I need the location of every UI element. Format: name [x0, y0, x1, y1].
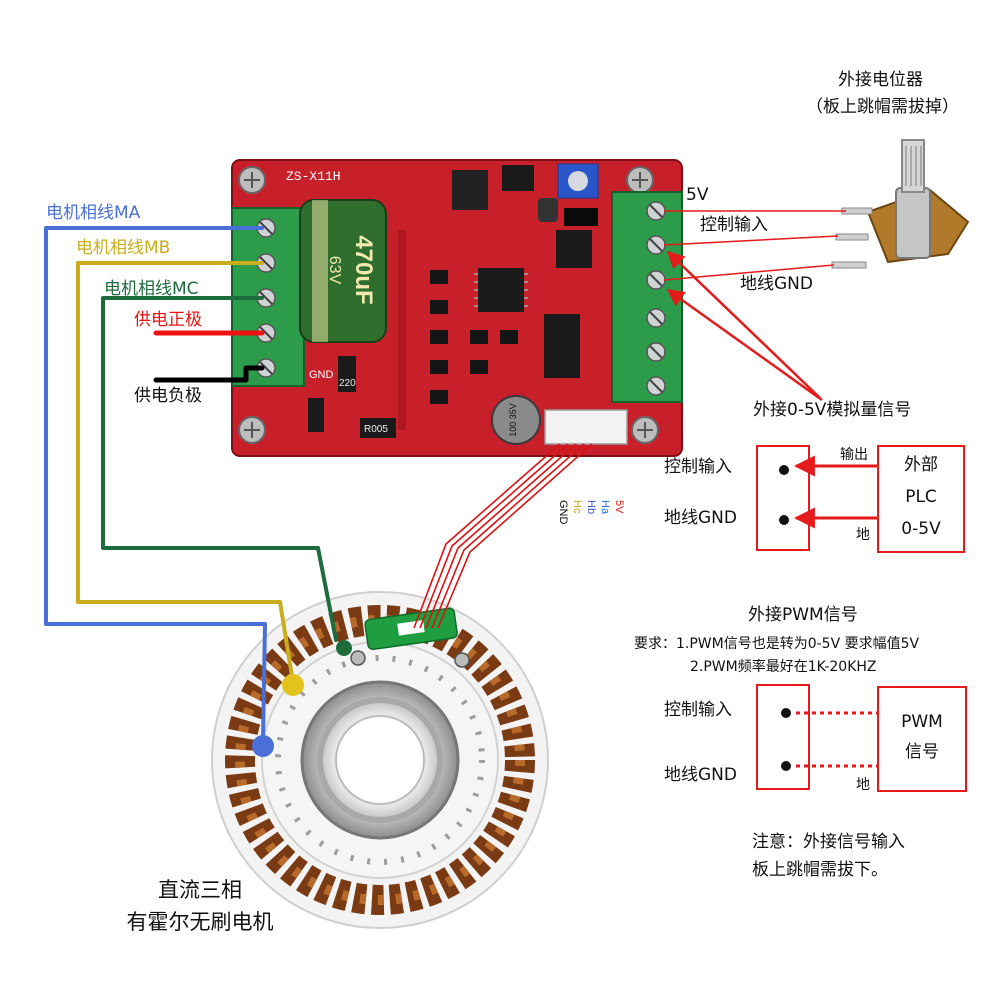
- hall-label-hc: Hc: [571, 500, 583, 514]
- mosfet: [556, 230, 592, 268]
- analog-ground-label: 地: [856, 527, 870, 543]
- phase-a-label: 电机相线MA: [46, 203, 141, 223]
- capacitor-voltage-label: 63V: [326, 256, 343, 285]
- motor-title-line-2: 有霍尔无刷电机: [126, 910, 274, 934]
- controller-board: 470uF 63V ZS-X11H GND 220 R005: [231, 159, 683, 457]
- pwm-title: 外接PWM信号: [748, 605, 858, 625]
- hall-connector: [544, 409, 628, 445]
- phase-b-terminal: [282, 674, 304, 696]
- hall-label-gnd: GND: [557, 500, 569, 525]
- pwm-ground-label: 地: [856, 777, 870, 793]
- hall-wire-bundle: [413, 443, 593, 629]
- phase-b-label: 电机相线MB: [76, 238, 171, 258]
- phase-c-terminal: [336, 640, 352, 656]
- potentiometer-icon: [831, 139, 970, 269]
- small-capacitor: [538, 198, 558, 222]
- ic-chip: [478, 268, 524, 312]
- hall-label-hb: Hb: [585, 500, 597, 514]
- analog-signal-diagram: [756, 445, 965, 553]
- hall-label-ha: Ha: [599, 500, 611, 515]
- capacitor-470uf: 470uF 63V: [299, 199, 387, 343]
- capacitor-value-label: 470uF: [350, 235, 377, 304]
- phase-b-wire: [76, 261, 294, 678]
- phase-a-wire: [44, 226, 267, 744]
- control-terminal-block: [611, 191, 683, 403]
- motor-title-line-1: 直流三相: [158, 878, 242, 902]
- bldc-motor: [211, 591, 549, 929]
- pwm-box: [877, 686, 967, 792]
- phase-c-wire: [101, 296, 338, 642]
- pwm-signal-diagram: [756, 684, 967, 792]
- capacitor-100uf: [491, 395, 541, 445]
- note-line-2: 板上跳帽需拔下。: [752, 860, 888, 880]
- supply-neg-wire: [153, 365, 265, 383]
- pwm-box-line-1: PWM: [901, 712, 943, 732]
- pot-pin-ctrl: 控制输入: [700, 215, 768, 235]
- plc-line-2: PLC: [905, 487, 937, 507]
- phase-c-label: 电机相线MC: [104, 279, 199, 299]
- shunt-resistor-label: R005: [364, 424, 388, 435]
- board-model-label: ZS-X11H: [286, 169, 341, 184]
- phase-a-terminal: [252, 735, 274, 757]
- resistor-label: 220: [339, 378, 356, 389]
- pwm-requirement-1: 要求：1.PWM信号也是转为0-5V 要求幅值5V: [634, 636, 920, 652]
- analog-title: 外接0-5V模拟量信号: [753, 400, 912, 420]
- ic-chip: [502, 165, 534, 191]
- jumper: [564, 208, 598, 226]
- plc-line-1: 外部: [904, 455, 938, 475]
- note-line-1: 注意：外接信号输入: [752, 832, 905, 852]
- analog-ctrl-label: 控制输入: [664, 457, 732, 477]
- pot-pin-gnd: 地线GND: [740, 274, 813, 294]
- hall-label-5v: 5V: [613, 500, 625, 514]
- supply-neg-label: 供电负极: [134, 386, 202, 406]
- potentiometer-subtitle: （板上跳帽需拔掉）: [806, 97, 959, 117]
- supply-pos-label: 供电正极: [134, 310, 202, 330]
- analog-gnd-label: 地线GND: [664, 508, 737, 528]
- pwm-box-line-2: 信号: [905, 742, 939, 762]
- small-capacitor-label: 100 35V: [508, 403, 518, 437]
- pwm-requirement-2: 2.PWM频率最好在1K-20KHZ: [690, 659, 877, 675]
- pot-pin-5v: 5V: [686, 185, 709, 205]
- inductor: [452, 170, 488, 210]
- pwm-ctrl-label: 控制输入: [664, 700, 732, 720]
- analog-out-label: 输出: [840, 447, 868, 463]
- potentiometer-title: 外接电位器: [838, 70, 923, 90]
- plc-line-3: 0-5V: [901, 519, 941, 539]
- pwm-gnd-label: 地线GND: [664, 765, 737, 785]
- board-gnd-silk: GND: [309, 369, 334, 381]
- ic-chip: [544, 314, 580, 378]
- plc-box: [877, 445, 965, 553]
